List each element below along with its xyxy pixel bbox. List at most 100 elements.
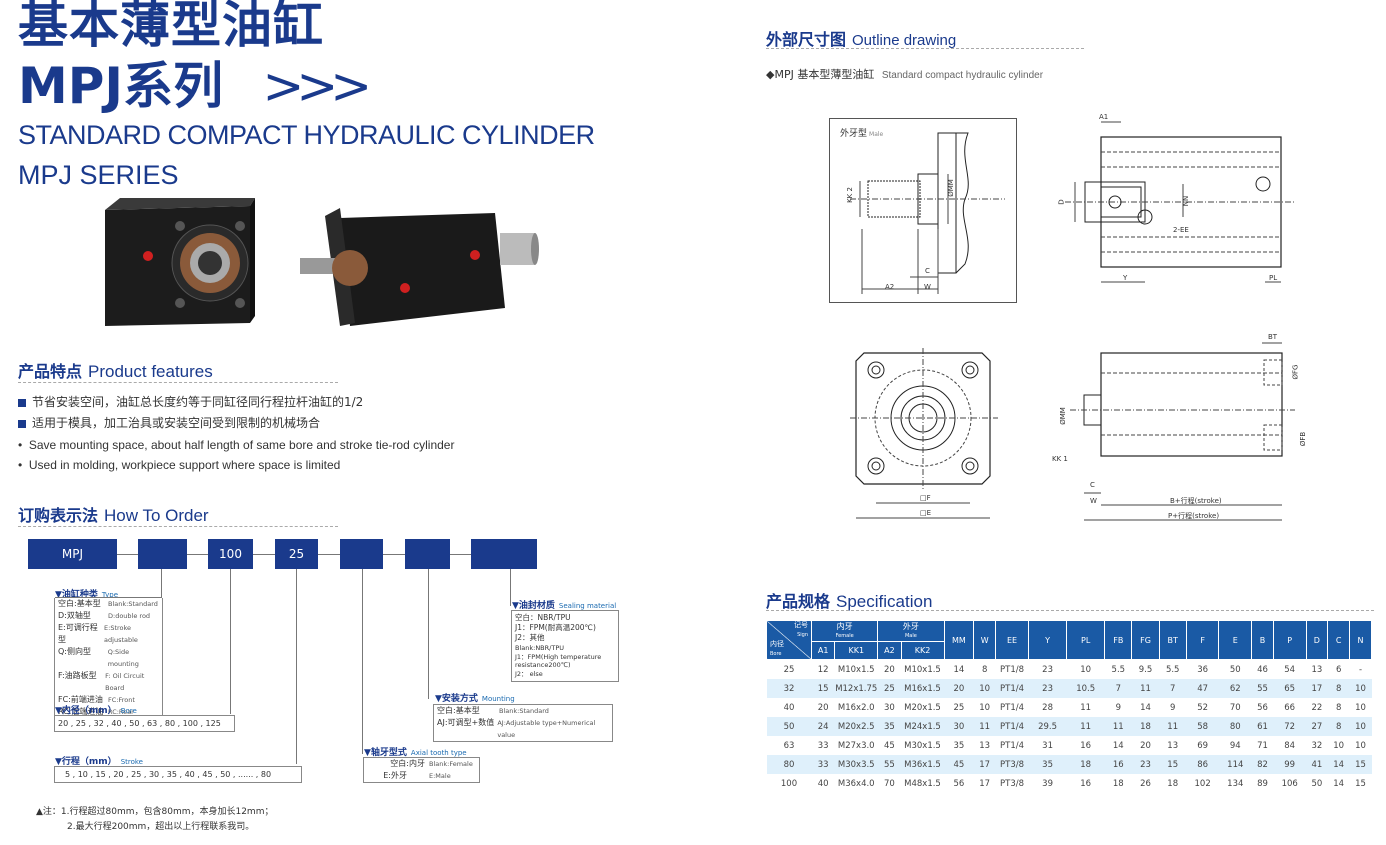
table-cell: 18: [1167, 778, 1179, 789]
table-cell: 10: [1349, 679, 1372, 698]
square-bullet-icon: [18, 398, 26, 407]
table-cell: 33: [817, 740, 829, 751]
table-cell: 10: [973, 679, 996, 698]
table-cell: 5.5: [1165, 664, 1180, 675]
table-cell: 50: [766, 717, 812, 736]
table-cell: 11: [1080, 702, 1092, 713]
table-cell: 40: [817, 778, 829, 789]
table-cell: 6: [1335, 664, 1342, 675]
table-cell: 61: [1251, 717, 1274, 736]
table-cell: 71: [1257, 740, 1268, 751]
table-cell: M20x2.5: [834, 717, 878, 736]
table-cell: 14: [1140, 702, 1151, 713]
table-cell: 30: [883, 702, 895, 713]
product-photo: [105, 198, 539, 326]
order-code-mount: [405, 539, 450, 569]
table-cell: M36x1.5: [901, 755, 944, 774]
table-cell: 30: [944, 717, 974, 736]
table-cell: M10x1.5: [837, 664, 875, 675]
table-cell: 5.5: [1111, 664, 1126, 675]
table-cell: 69: [1197, 740, 1209, 751]
table-cell: 11: [1159, 717, 1187, 736]
table-cell: 50: [1229, 664, 1241, 675]
series-title: MPJ系列 >>>: [18, 56, 372, 116]
series-cn: MPJ系列: [18, 57, 224, 115]
square-bullet-icon: [18, 419, 26, 428]
table-cell: 102: [1194, 778, 1211, 789]
table-cell: 82: [1251, 755, 1274, 774]
table-cell: 23: [1042, 664, 1053, 675]
table-cell: 14: [1327, 755, 1350, 774]
table-cell: 32: [766, 679, 812, 698]
table-cell: 8: [1335, 702, 1342, 713]
feature-en-2: • Used in molding, workpiece support whe…: [18, 458, 341, 472]
table-cell: 18: [1066, 755, 1105, 774]
table-cell: 11: [1066, 717, 1105, 736]
table-cell: 56: [953, 778, 965, 789]
table-cell: 46: [1257, 664, 1268, 675]
table-cell: 47: [1186, 679, 1219, 698]
table-cell: 26: [1140, 778, 1151, 789]
order-code-type: [138, 539, 187, 569]
table-cell: 80: [766, 755, 812, 774]
table-cell: 10.5: [1066, 679, 1105, 698]
order-code-bore: 100: [208, 539, 253, 569]
table-cell: M16x1.5: [901, 679, 944, 698]
table-cell: 18: [1112, 778, 1124, 789]
table-cell: 24: [811, 717, 835, 736]
table-cell: 10: [1349, 717, 1372, 736]
table-cell: 17: [973, 755, 996, 774]
order-code-thread: [340, 539, 383, 569]
table-cell: 56: [1257, 702, 1268, 713]
table-cell: 41: [1306, 755, 1328, 774]
front-view-drawing: □F □E: [850, 348, 1000, 523]
table-cell: 15: [811, 679, 835, 698]
table-cell: M48x1.5: [904, 778, 941, 789]
order-divider: [18, 526, 338, 527]
table-cell: 55: [1251, 679, 1274, 698]
table-cell: 14: [1112, 740, 1124, 751]
table-cell: 58: [1186, 717, 1219, 736]
table-cell: 40: [783, 702, 795, 713]
table-cell: -: [1358, 664, 1363, 675]
table-cell: 45: [944, 755, 974, 774]
page-title-cn: 基本薄型油缸: [18, 0, 324, 54]
table-cell: 10: [1333, 740, 1345, 751]
table-cell: 62: [1218, 679, 1252, 698]
table-cell: 13: [1167, 740, 1179, 751]
page-title-en: STANDARD COMPACT HYDRAULIC CYLINDER: [18, 120, 595, 150]
table-cell: 72: [1273, 717, 1306, 736]
table-cell: 12: [817, 664, 829, 675]
order-code-mpj: MPJ: [28, 539, 117, 569]
table-cell: 11: [1131, 679, 1160, 698]
bore-label: ▼内径（mm）Bore: [55, 706, 137, 716]
table-cell: 8: [1327, 717, 1350, 736]
table-cell: PT3/8: [995, 755, 1029, 774]
table-cell: 89: [1257, 778, 1268, 789]
table-cell: 9: [1115, 702, 1122, 713]
table-cell: 36: [1197, 664, 1209, 675]
table-cell: 25: [783, 664, 795, 675]
table-cell: M10x1.5: [904, 664, 941, 675]
table-cell: PT1/4: [995, 679, 1029, 698]
seal-options: 空白：NBR/TPU J1：FPM(耐高温200℃) J2：其他 Blank:N…: [511, 610, 619, 682]
table-cell: 94: [1229, 740, 1241, 751]
table-cell: M36x4.0: [837, 778, 875, 789]
table-cell: 31: [1042, 740, 1053, 751]
table-cell: 15: [1349, 755, 1372, 774]
table-cell: 22: [1311, 702, 1323, 713]
table-cell: 65: [1273, 679, 1306, 698]
table-cell: 50: [1311, 778, 1323, 789]
table-cell: 35: [877, 717, 901, 736]
